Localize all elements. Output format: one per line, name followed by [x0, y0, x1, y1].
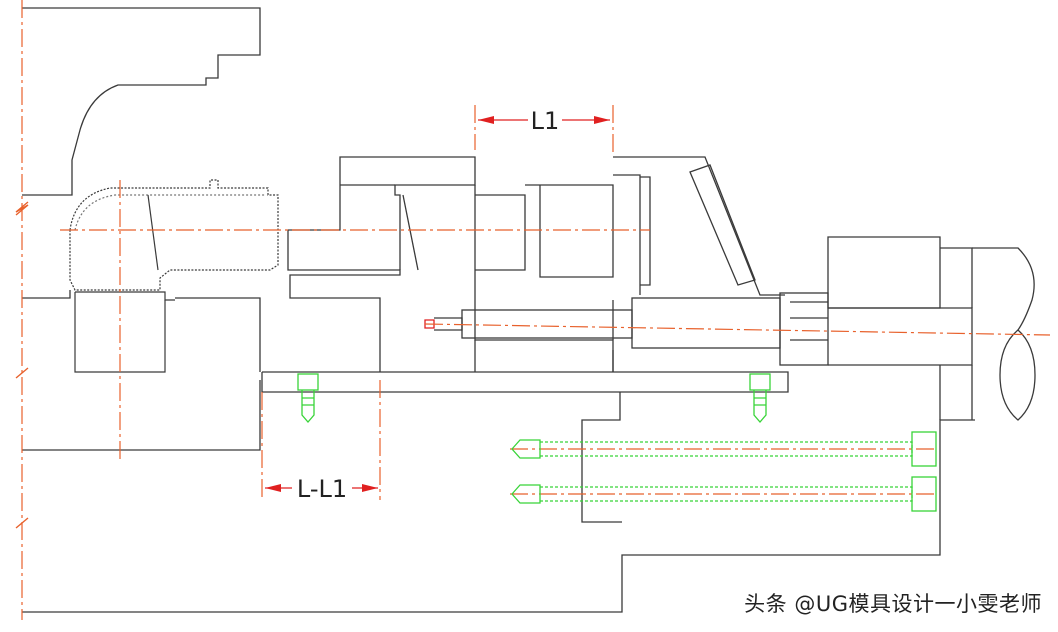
push-rod-assembly [424, 292, 829, 366]
short-screw-right [749, 373, 771, 423]
dimension-l-minus-l1: L-L1 [265, 475, 378, 503]
watermark: 头条 @UG模具设计一小雯老师 [744, 592, 1042, 616]
left-mold-plate [22, 7, 975, 613]
dimension-l-minus-l1-label: L-L1 [297, 475, 347, 503]
dimension-l1-label: L1 [531, 107, 560, 135]
centerlines [21, 0, 1051, 620]
right-housing [827, 236, 1036, 421]
angled-core-part [69, 179, 279, 373]
short-screw-left [297, 373, 319, 423]
dimension-l1: L1 [478, 107, 610, 135]
long-bolt-upper [511, 431, 937, 467]
long-bolt-lower [511, 476, 937, 512]
middle-slide-blocks [175, 156, 789, 393]
break-marks [15, 201, 29, 529]
